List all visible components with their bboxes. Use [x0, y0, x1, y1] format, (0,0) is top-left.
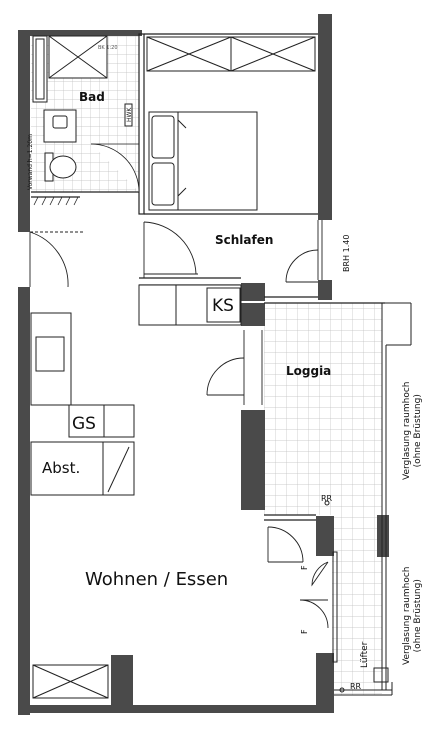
- fixture-label-gs: GS: [72, 414, 96, 434]
- wardrobe: [146, 36, 316, 72]
- verglasung-top-line2: (ohne Brüstung): [413, 394, 423, 468]
- exterior-walls: [18, 14, 389, 715]
- annotation-vorwand: Vorwand h=1.20m: [27, 134, 34, 190]
- annotation-verglasung-top: Verglasung raumhoch (ohne Brüstung): [402, 382, 424, 481]
- bathroom-fixtures: [32, 35, 140, 193]
- room-label-loggia: Loggia: [286, 364, 332, 378]
- double-bed: [148, 111, 258, 211]
- fixture-label-luefter: Lüfter: [360, 641, 370, 668]
- sideboard: [32, 664, 109, 699]
- fixture-label-f-bottom: F: [300, 629, 309, 634]
- annotation-verglasung-bottom: Verglasung raumhoch (ohne Brüstung): [402, 567, 424, 666]
- bathroom-threshold-hatch: [33, 196, 79, 206]
- fixture-label-rr-top: RR: [321, 494, 333, 503]
- verglasung-top-line1: Verglasung raumhoch: [402, 381, 412, 481]
- verglasung-bottom-line1: Verglasung raumhoch: [402, 566, 412, 666]
- room-label-wohnen-essen: Wohnen / Essen: [85, 569, 229, 590]
- verglasung-bottom-line2: (ohne Brüstung): [413, 579, 423, 653]
- fixture-label-f-top: F: [300, 565, 309, 570]
- fixture-label-ks: KS: [212, 296, 234, 316]
- fixture-label-abst: Abst.: [42, 459, 81, 477]
- fixture-label-rr-bottom: RR: [350, 682, 362, 691]
- loggia-floor: [264, 303, 382, 515]
- fixture-label-hwk: HWK: [126, 107, 133, 122]
- door-swings: [29, 220, 329, 629]
- room-label-schlafen: Schlafen: [215, 233, 274, 247]
- annotation-brh: BRH 1.40: [342, 234, 351, 272]
- kitchen-counters: [30, 284, 242, 496]
- fixture-tag: BK 1:20: [98, 45, 118, 51]
- room-label-bad: Bad: [79, 90, 105, 104]
- loggia-glazing: [324, 302, 412, 696]
- loggia-lower-floor: [332, 515, 382, 695]
